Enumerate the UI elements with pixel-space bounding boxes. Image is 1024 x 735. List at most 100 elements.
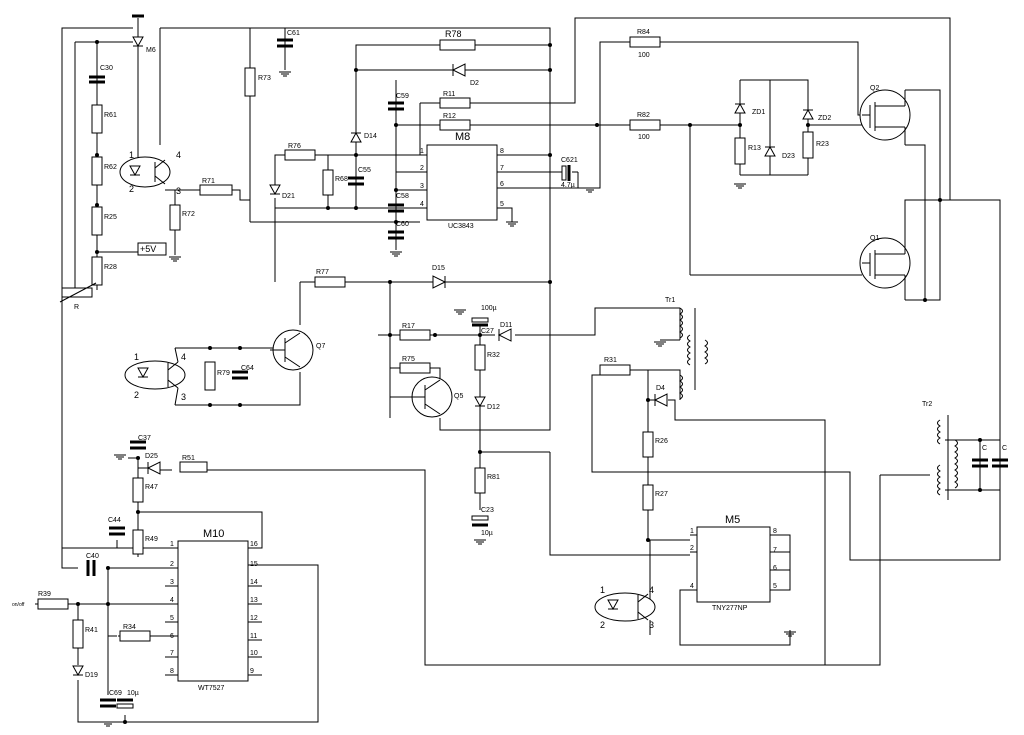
resistor-r62 bbox=[91, 156, 103, 186]
c62-label: C621 bbox=[561, 157, 578, 164]
m10-pin-r10: 10 bbox=[250, 650, 258, 657]
r72-label: R72 bbox=[182, 211, 195, 218]
r51-label: R51 bbox=[182, 455, 195, 462]
q2-label: Q2 bbox=[870, 85, 879, 92]
m10-pin-r16: 16 bbox=[250, 541, 258, 548]
opto-top-p1: 1 bbox=[129, 150, 134, 160]
resistor-r47 bbox=[132, 477, 144, 503]
m10-title: M10 bbox=[203, 528, 224, 540]
d11-label: D11 bbox=[500, 322, 512, 329]
r84-label: R84 bbox=[637, 29, 650, 36]
resistor-r68 bbox=[322, 169, 334, 196]
resistor-r41 bbox=[72, 619, 84, 649]
diode-d12 bbox=[474, 396, 486, 407]
capacitor-c60 bbox=[388, 230, 404, 240]
capacitors: C30 C61 C59 C55 C58 C60 C64 100µ C27 C23… bbox=[86, 30, 1008, 709]
zener-zd2 bbox=[802, 109, 814, 120]
r12-label: R12 bbox=[443, 113, 456, 120]
diode-d15 bbox=[432, 275, 447, 289]
m10-pin-r15: 15 bbox=[250, 561, 258, 568]
supply-5v-label: +5V bbox=[140, 244, 156, 254]
capacitor-c69 bbox=[100, 698, 116, 708]
m10-pin-l8: 8 bbox=[170, 668, 174, 675]
m10-pin-r11: 11 bbox=[250, 633, 257, 640]
optocoupler-bottom: 1 2 3 4 bbox=[594, 585, 656, 630]
m10-pin-r9: 9 bbox=[250, 668, 254, 675]
r17-label: R17 bbox=[402, 323, 415, 330]
diode-d25 bbox=[146, 461, 161, 475]
q5-label: Q5 bbox=[454, 393, 463, 400]
q7-label: Q7 bbox=[316, 343, 325, 350]
opto-mid-p3: 3 bbox=[181, 392, 186, 402]
capacitor-c40 bbox=[86, 560, 96, 576]
m10-pin-l5: 5 bbox=[170, 615, 174, 622]
supply-5v: +5V bbox=[137, 242, 167, 256]
ic-m8: M8 UC3843 1 2 3 4 8 7 6 5 bbox=[420, 131, 504, 230]
r76-label: R76 bbox=[288, 143, 301, 150]
resistor-r71 bbox=[199, 184, 233, 196]
zd1-label: ZD1 bbox=[752, 109, 765, 116]
c69-value: 10µ bbox=[127, 690, 139, 697]
resistor-r75 bbox=[399, 362, 431, 374]
resistor-r17 bbox=[399, 329, 431, 341]
m8-title: M8 bbox=[455, 131, 470, 143]
capacitor-c44 bbox=[109, 526, 125, 536]
c23-value: 10µ bbox=[481, 530, 493, 537]
resistor-r72 bbox=[169, 204, 181, 231]
m5-pin-r6: 6 bbox=[773, 565, 777, 572]
m10-pin-l1: 1 bbox=[170, 541, 174, 548]
r79-label: R79 bbox=[217, 370, 230, 377]
d15-label: D15 bbox=[432, 265, 445, 272]
m8-pin-r7: 7 bbox=[500, 165, 504, 172]
m10-pin-l4: 4 bbox=[170, 597, 174, 604]
resistor-r25 bbox=[91, 206, 103, 236]
r27-label: R27 bbox=[655, 491, 668, 498]
r31-label: R31 bbox=[604, 357, 617, 364]
capacitor-c62 bbox=[561, 165, 571, 181]
opto-mid-p1: 1 bbox=[134, 352, 139, 362]
r32-label: R32 bbox=[487, 352, 500, 359]
r28-label: R28 bbox=[104, 264, 117, 271]
r82-value: 100 bbox=[638, 134, 650, 141]
resistor-r11 bbox=[439, 97, 471, 109]
c37-label: C37 bbox=[138, 435, 151, 442]
resistor-r49 bbox=[132, 529, 144, 555]
d23-label: D23 bbox=[782, 153, 795, 160]
m5-title: M5 bbox=[725, 514, 740, 526]
m5-pin-l2: 2 bbox=[690, 545, 694, 552]
m5-pin-r7: 7 bbox=[773, 547, 777, 554]
capacitor-c69b bbox=[116, 698, 134, 709]
r71-label: R71 bbox=[202, 178, 215, 185]
resistor-r23 bbox=[802, 131, 814, 159]
capacitor-tr2-c1 bbox=[972, 458, 988, 468]
m5-pin-r5: 5 bbox=[773, 583, 777, 590]
opto-bot-p1: 1 bbox=[600, 585, 605, 595]
d14-label: D14 bbox=[364, 133, 377, 140]
resistor-r39 bbox=[37, 598, 69, 610]
resistor-r77 bbox=[314, 276, 346, 288]
resistors: R61 R62 R25 R28 R73 R72 R68 R13 R23 R79 … bbox=[37, 29, 829, 649]
d25-label: D25 bbox=[145, 453, 158, 460]
capacitor-c23 bbox=[471, 515, 489, 527]
m10-pin-l3: 3 bbox=[170, 579, 174, 586]
resistor-r13 bbox=[734, 137, 746, 165]
ic-m10: M10 WT7527 1 2 3 4 5 6 7 8 16 15 14 13 1… bbox=[165, 528, 262, 692]
r11-label: R11 bbox=[443, 91, 455, 98]
diode-d19 bbox=[72, 665, 84, 676]
c27-value: 100µ bbox=[481, 305, 497, 312]
resistor-r81 bbox=[474, 467, 486, 494]
transistor-q7: Q7 bbox=[270, 329, 325, 371]
junction-dots bbox=[76, 40, 982, 724]
c61-label: C61 bbox=[287, 30, 300, 37]
capacitor-c59 bbox=[388, 101, 404, 111]
transistor-q5: Q5 bbox=[390, 376, 463, 418]
r68-label: R68 bbox=[335, 176, 348, 183]
m8-pin-r5: 5 bbox=[500, 201, 504, 208]
r23-label: R23 bbox=[816, 141, 829, 148]
c60-label: C60 bbox=[396, 221, 409, 228]
capacitor-c58 bbox=[388, 203, 404, 213]
c40-label: C40 bbox=[86, 553, 99, 560]
m10-pin-r13: 13 bbox=[250, 597, 258, 604]
c64-label: C64 bbox=[241, 365, 254, 372]
